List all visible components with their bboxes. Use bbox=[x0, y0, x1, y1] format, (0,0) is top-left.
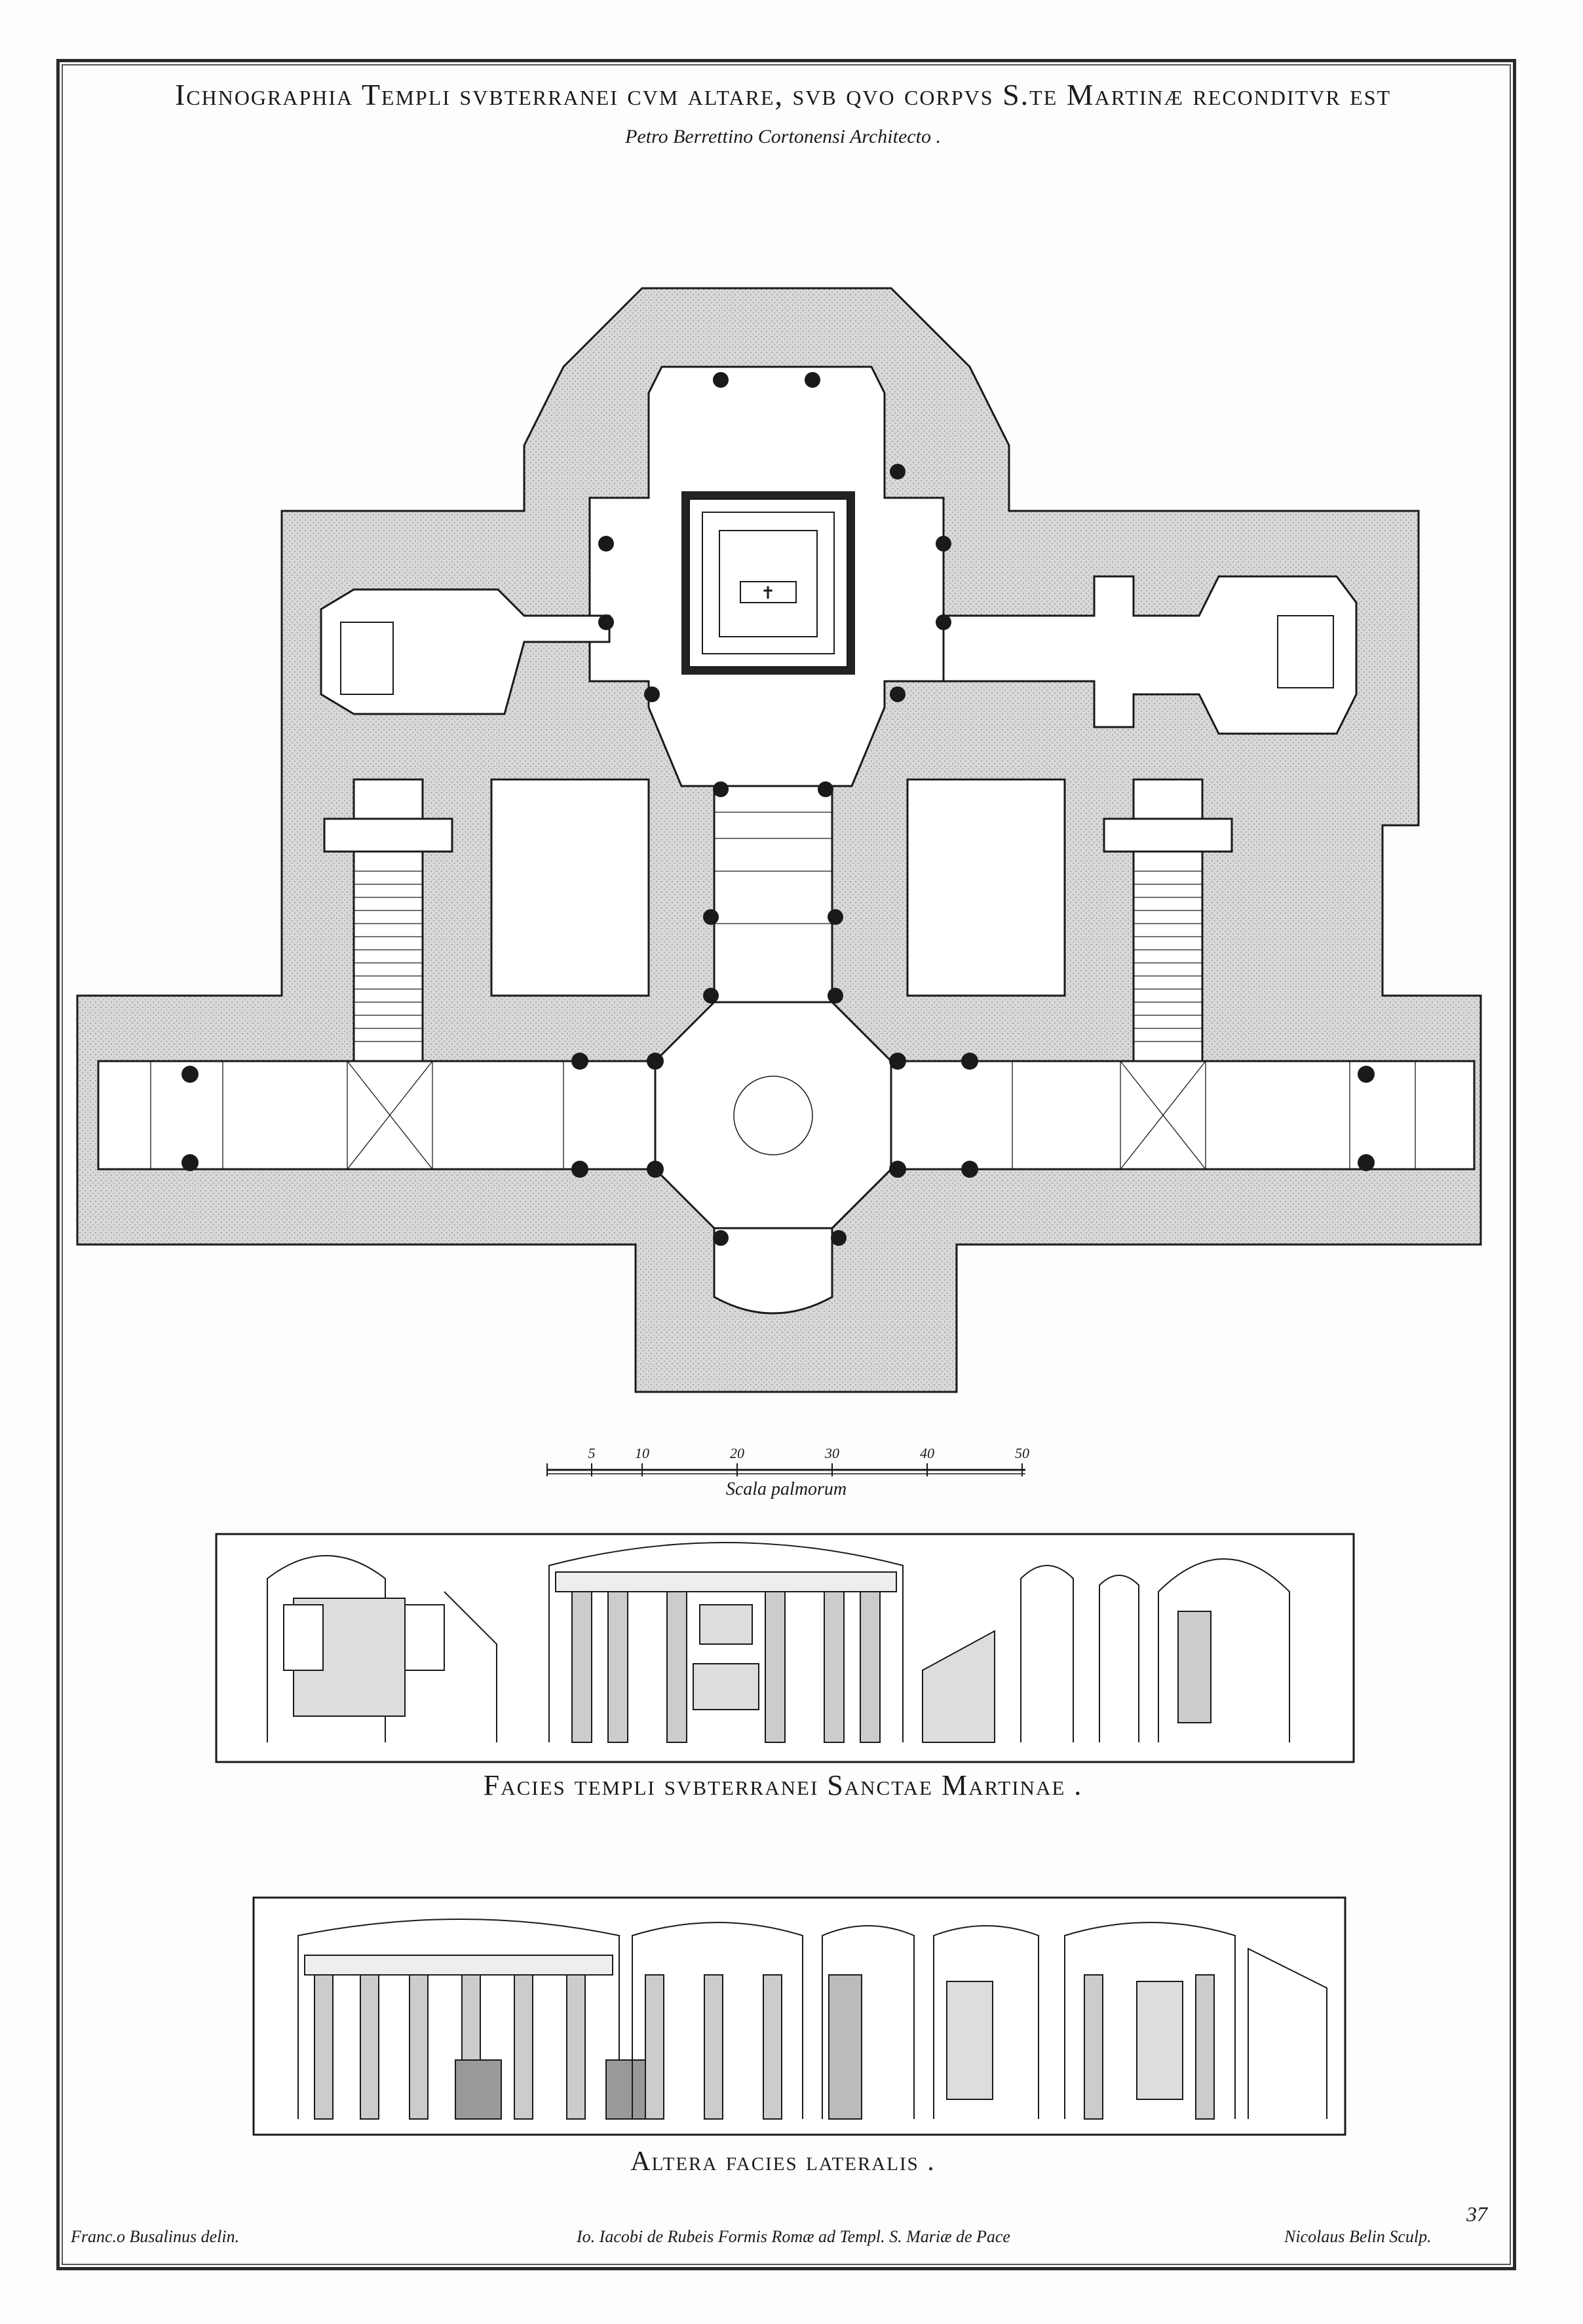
plate-subtitle: Petro Berrettino Cortonensi Architecto . bbox=[625, 126, 941, 147]
scale-bar bbox=[546, 1463, 1025, 1476]
right-court bbox=[906, 778, 1066, 997]
cross-icon: ✝ bbox=[761, 584, 775, 603]
south-apse bbox=[713, 1227, 833, 1315]
side-elevation bbox=[252, 1896, 1346, 2136]
publisher-credit: Io. Iacobi de Rubeis Formis Romæ ad Temp… bbox=[577, 2227, 1010, 2246]
plate-border bbox=[56, 59, 1516, 2270]
front-elevation-caption: Facies templi svbterranei Sanctae Martin… bbox=[483, 1769, 1083, 1801]
scale-tick-30: 30 bbox=[825, 1445, 839, 1461]
scale-tick-50: 50 bbox=[1015, 1445, 1029, 1461]
plate-title: Ichnographia Templi svbterranei cvm alta… bbox=[174, 78, 1392, 111]
scale-label: Scala palmorum bbox=[725, 1479, 847, 1499]
front-elevation bbox=[215, 1533, 1355, 1763]
side-elevation-caption: Altera facies lateralis . bbox=[630, 2146, 936, 2177]
scale-tick-5: 5 bbox=[588, 1445, 596, 1461]
left-court bbox=[490, 778, 650, 997]
plate-number: 37 bbox=[1466, 2202, 1487, 2226]
crossing-roundel bbox=[733, 1076, 813, 1155]
octagonal-crossing bbox=[654, 1001, 892, 1229]
engraver-credit: Nicolaus Belin Sculp. bbox=[1284, 2227, 1432, 2246]
central-passage bbox=[713, 785, 833, 1003]
right-chapel bbox=[942, 575, 1358, 735]
draftsman-credit: Franc.o Busalinus delin. bbox=[71, 2227, 240, 2246]
scale-tick-10: 10 bbox=[635, 1445, 649, 1461]
scale-tick-20: 20 bbox=[730, 1445, 744, 1461]
scale-tick-40: 40 bbox=[920, 1445, 934, 1461]
floor-plan: ✝ bbox=[76, 287, 1482, 1393]
